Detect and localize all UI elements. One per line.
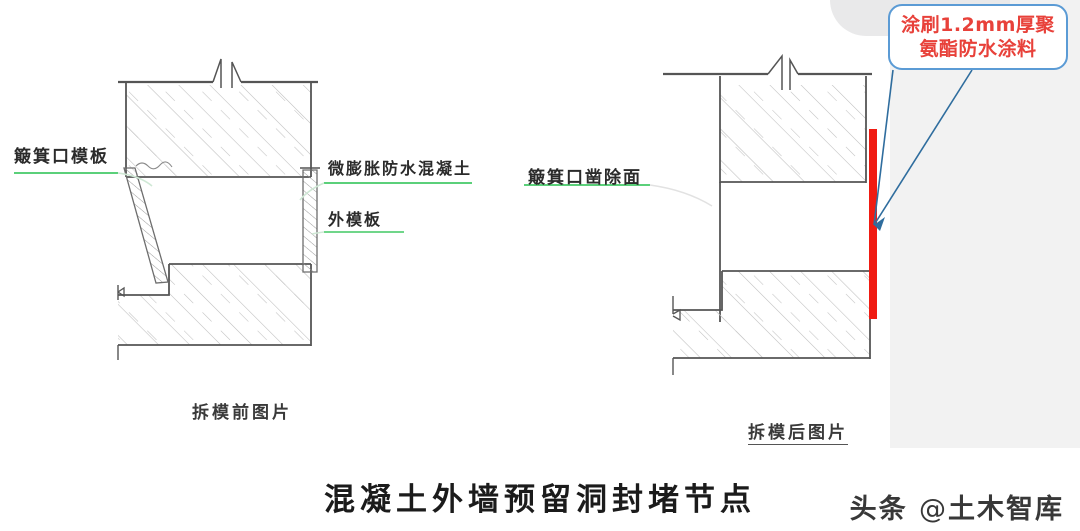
watermark-platform: 头条 [849, 494, 908, 525]
right-lower-step-edge [673, 271, 723, 311]
right-upper-concrete-dashfill [720, 85, 866, 182]
left-outer-formwork-panel [302, 169, 318, 273]
watermark-at-sign: @ [919, 494, 948, 525]
callout-line-1: 涂刷1.2mm厚聚 [901, 13, 1055, 36]
label-dustpan-formwork: 簸箕口模板 [14, 147, 109, 167]
waterproof-coating-callout: 涂刷1.2mm厚聚 氨酯防水涂料 [888, 4, 1068, 70]
callout-tail-right [873, 69, 973, 226]
right-diagram-group [524, 53, 973, 375]
left-lower-step-edge [118, 264, 170, 296]
label-chisel-face: 簸箕口凿除面 [528, 168, 642, 188]
left-dustpan-formwork-panel [123, 167, 169, 284]
left-diagram-group [14, 58, 472, 360]
right-break-notch [672, 308, 681, 322]
left-break-notch [117, 286, 125, 298]
left-break-symbol-1 [212, 58, 222, 88]
watermark-author: 土木智库 [948, 494, 1064, 525]
caption-after-formwork-removal: 拆模后图片 [748, 418, 848, 445]
left-break-wave [135, 161, 173, 170]
left-lower-concrete-dashfill [118, 264, 311, 345]
left-leader-curve-formwork [117, 172, 153, 187]
label-outer-formwork: 外模板 [328, 210, 383, 229]
left-leader-curve-concrete [299, 182, 325, 201]
waterproof-coating-strip [869, 129, 877, 319]
watermark: 头条 @土木智库 [850, 487, 1064, 526]
callout-line-2: 氨酯防水涂料 [919, 38, 1037, 60]
callout-arrow-head [874, 217, 885, 231]
right-break-symbol-1 [767, 53, 783, 90]
right-leader-curve-chisel [649, 184, 713, 207]
background-panel-right [880, 0, 1080, 448]
right-break-symbol-2 [789, 57, 799, 90]
left-upper-concrete-dashfill [126, 85, 311, 176]
left-break-symbol-2 [231, 61, 242, 88]
caption-before-formwork-removal: 拆模前图片 [192, 403, 292, 423]
label-expansive-waterproof-concrete: 微膨胀防水混凝土 [328, 159, 473, 178]
left-leader-curve-outerpanel [311, 231, 325, 235]
callout-tail-left [873, 69, 894, 226]
right-lower-concrete-dashfill [673, 271, 870, 358]
page-title: 混凝土外墙预留洞封堵节点 [324, 482, 756, 518]
